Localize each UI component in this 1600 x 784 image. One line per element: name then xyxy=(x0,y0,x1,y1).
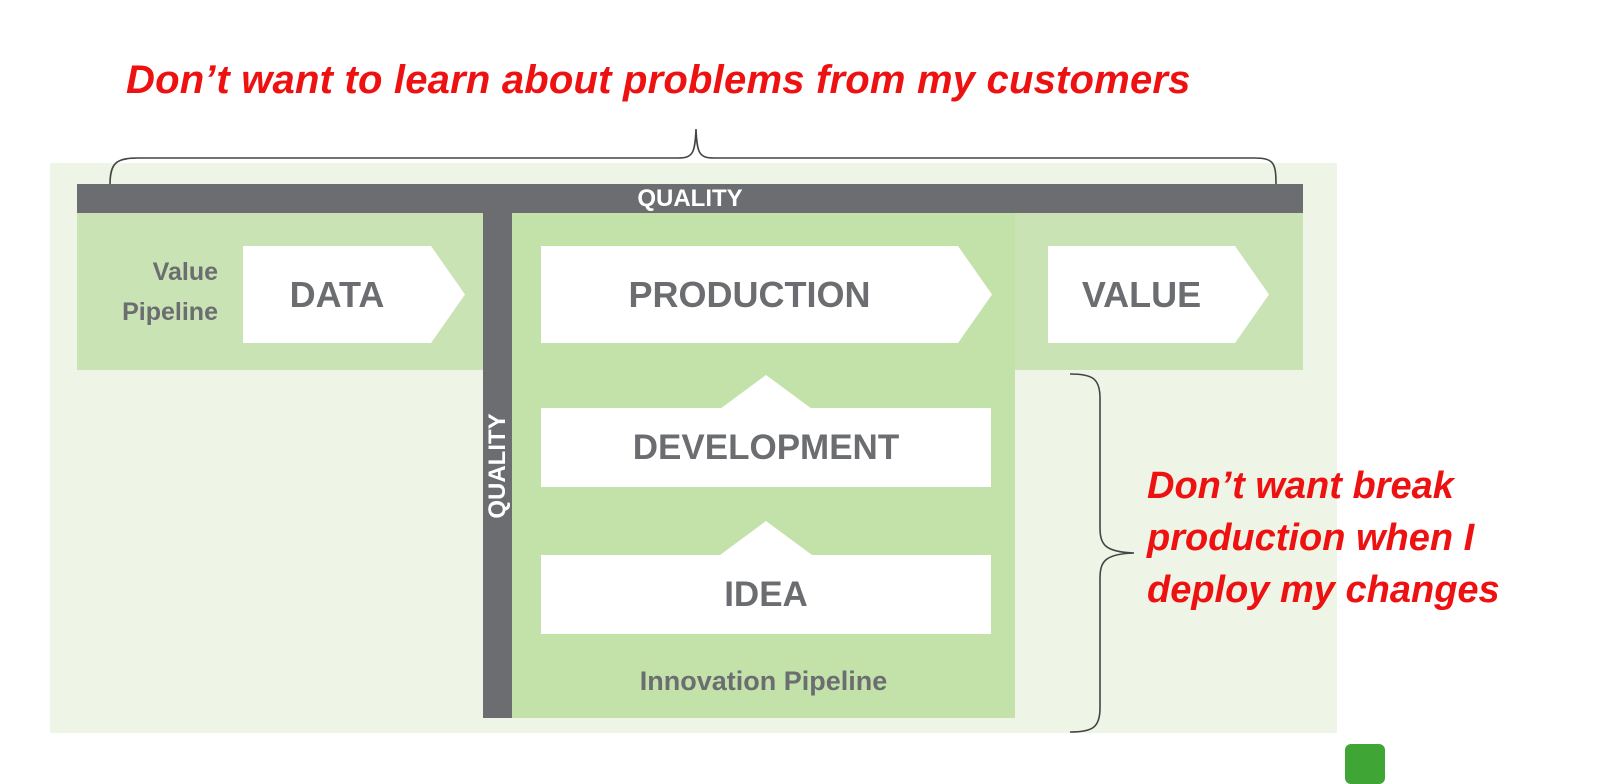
quality-bar-horizontal: QUALITY xyxy=(77,184,1303,213)
side-note-line3: deploy my changes xyxy=(1147,569,1500,611)
side-note-line1: Don’t want break xyxy=(1147,465,1454,507)
step-value: VALUE xyxy=(1048,246,1269,343)
right-brace xyxy=(1069,373,1135,733)
value-pipeline-label-line2: Pipeline xyxy=(122,298,218,326)
arrow-up-icon xyxy=(720,521,812,555)
step-idea: IDEA xyxy=(541,555,991,634)
value-pipeline-label: Value Pipeline xyxy=(88,252,218,332)
quality-label-horizontal: QUALITY xyxy=(637,185,743,212)
innovation-pipeline-label: Innovation Pipeline xyxy=(639,666,888,696)
value-pipeline-label-line1: Value xyxy=(152,258,218,286)
quality-label-vertical: QUALITY xyxy=(483,413,511,519)
step-production: PRODUCTION xyxy=(541,246,992,343)
step-development: DEVELOPMENT xyxy=(541,408,991,487)
top-heading: Don’t want to learn about problems from … xyxy=(126,58,1191,102)
quality-bar-vertical: QUALITY xyxy=(483,210,512,718)
arrow-up-icon xyxy=(720,375,812,409)
top-brace xyxy=(109,128,1277,186)
side-note-line2: production when I xyxy=(1147,517,1475,559)
logo-icon xyxy=(1345,744,1385,784)
step-data: DATA xyxy=(243,246,465,343)
side-note: Don’t want break production when I deplo… xyxy=(1147,460,1500,616)
